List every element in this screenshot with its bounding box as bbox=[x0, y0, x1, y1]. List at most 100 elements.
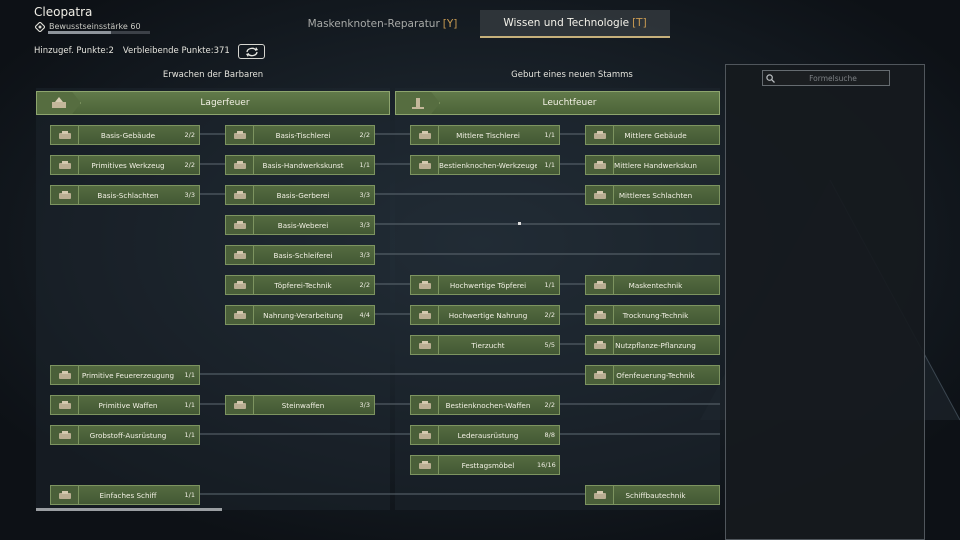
tab-hotkey: [Y] bbox=[442, 18, 458, 30]
tech-node-name: Mittleres Schlachten bbox=[618, 190, 693, 200]
tech-node-name: Mittlere Handwerkskunst bbox=[614, 160, 697, 170]
grindstone-icon bbox=[226, 246, 254, 264]
tech-node-name: Primitives Werkzeug bbox=[91, 160, 165, 170]
pottery-icon bbox=[226, 276, 254, 294]
fire-stick-icon bbox=[51, 366, 79, 384]
tab-label: Wissen und Technologie bbox=[503, 17, 630, 29]
building-icon bbox=[586, 126, 614, 144]
tab-hotkey: [T] bbox=[632, 17, 647, 29]
formula-search[interactable] bbox=[762, 70, 890, 86]
bone-axe-icon bbox=[411, 156, 439, 174]
tech-node-name: Steinwaffen bbox=[281, 400, 325, 410]
search-icon bbox=[763, 73, 777, 83]
food-icon bbox=[411, 306, 439, 324]
remaining-points: Verbleibende Punkte:371 bbox=[122, 46, 230, 56]
food-icon bbox=[226, 306, 254, 324]
tech-node-name: Nahrung-Verarbeitung bbox=[263, 310, 343, 320]
tech-node-count: 1/1 bbox=[184, 371, 195, 379]
workbench-icon bbox=[226, 156, 254, 174]
tech-node-count: 1/1 bbox=[544, 281, 555, 289]
tech-node[interactable]: Trocknung-Technik bbox=[585, 305, 720, 325]
leather-armor-icon bbox=[411, 426, 439, 444]
tech-node[interactable]: Primitive Feuererzeugung 1/1 bbox=[50, 365, 200, 385]
tech-node[interactable]: Hochwertige Töpferei 1/1 bbox=[410, 275, 560, 295]
tech-node[interactable]: Tierzucht 5/5 bbox=[410, 335, 560, 355]
carpentry-icon bbox=[411, 126, 439, 144]
tech-node[interactable]: Mittlere Gebäude bbox=[585, 125, 720, 145]
tech-node-name: Basis-Gebäude bbox=[100, 130, 156, 140]
tech-node-count: 5/5 bbox=[544, 341, 555, 349]
added-points: Hinzugef. Punkte:2 bbox=[34, 46, 114, 56]
tech-node-name: Hochwertige Töpferei bbox=[449, 280, 527, 290]
consciousness-icon bbox=[34, 21, 45, 32]
tech-node[interactable]: Mittlere Handwerkskunst bbox=[585, 155, 720, 175]
tech-node[interactable]: Schiffbautechnik bbox=[585, 485, 720, 505]
tech-node[interactable]: Basis-Gebäude 2/2 bbox=[50, 125, 200, 145]
tech-node-name: Primitive Waffen bbox=[98, 400, 158, 410]
header-leuchtfeuer[interactable]: Leuchtfeuer bbox=[395, 91, 720, 115]
tech-node-name: Primitive Feuererzeugung bbox=[81, 370, 175, 380]
axe-icon bbox=[51, 156, 79, 174]
search-input[interactable] bbox=[777, 73, 889, 83]
horizontal-scrollbar[interactable] bbox=[36, 508, 222, 511]
points-summary: Hinzugef. Punkte:2 Verbleibende Punkte:3… bbox=[34, 46, 230, 56]
player-name: Cleopatra bbox=[34, 5, 93, 19]
mouse-cursor bbox=[518, 222, 521, 225]
carpentry-icon bbox=[226, 126, 254, 144]
tab-mask-repair[interactable]: Maskenknoten-Reparatur[Y] bbox=[285, 10, 480, 38]
tech-node-count: 2/2 bbox=[359, 281, 370, 289]
cloth-armor-icon bbox=[51, 426, 79, 444]
tech-node-name: Basis-Weberei bbox=[277, 220, 329, 230]
tech-node-name: Tierzucht bbox=[471, 340, 505, 350]
reset-button[interactable] bbox=[238, 44, 265, 59]
festival-tree-icon bbox=[411, 456, 439, 474]
tech-node[interactable]: Nutzpflanze-Pflanzung bbox=[585, 335, 720, 355]
tech-node-name: Trocknung-Technik bbox=[622, 310, 689, 320]
butcher-icon bbox=[51, 186, 79, 204]
recipe-sidebar bbox=[725, 64, 925, 540]
tech-node-count: 2/2 bbox=[184, 131, 195, 139]
tech-node-name: Lederausrüstung bbox=[457, 430, 519, 440]
tech-node[interactable]: Ofenfeuerung-Technik bbox=[585, 365, 720, 385]
tech-node-count: 2/2 bbox=[544, 311, 555, 319]
tech-node[interactable]: Maskentechnik bbox=[585, 275, 720, 295]
tech-node-name: Bestienknochen-Waffen bbox=[445, 400, 531, 410]
tab-knowledge-technology[interactable]: Wissen und Technologie[T] bbox=[480, 10, 670, 38]
loom-icon bbox=[226, 216, 254, 234]
tech-node-name: Festtagsmöbel bbox=[461, 460, 515, 470]
pottery-icon bbox=[411, 276, 439, 294]
tech-node[interactable]: Mittleres Schlachten bbox=[585, 185, 720, 205]
ship-icon bbox=[586, 486, 614, 504]
tech-node-name: Schiffbautechnik bbox=[625, 490, 686, 500]
column-title-barbarians: Erwachen der Barbaren bbox=[162, 70, 264, 80]
beacon-icon bbox=[396, 92, 440, 114]
bone-spear-icon bbox=[411, 396, 439, 414]
tech-node-name: Maskentechnik bbox=[628, 280, 683, 290]
tab-label: Maskenknoten-Reparatur bbox=[307, 18, 440, 30]
header-lagerfeuer[interactable]: Lagerfeuer bbox=[36, 91, 390, 115]
tech-node-name: Basis-Gerberei bbox=[276, 190, 330, 200]
campfire-icon bbox=[37, 92, 81, 114]
building-icon bbox=[51, 126, 79, 144]
tech-node-name: Basis-Schlachten bbox=[97, 190, 159, 200]
tech-node-count: 3/3 bbox=[359, 251, 370, 259]
